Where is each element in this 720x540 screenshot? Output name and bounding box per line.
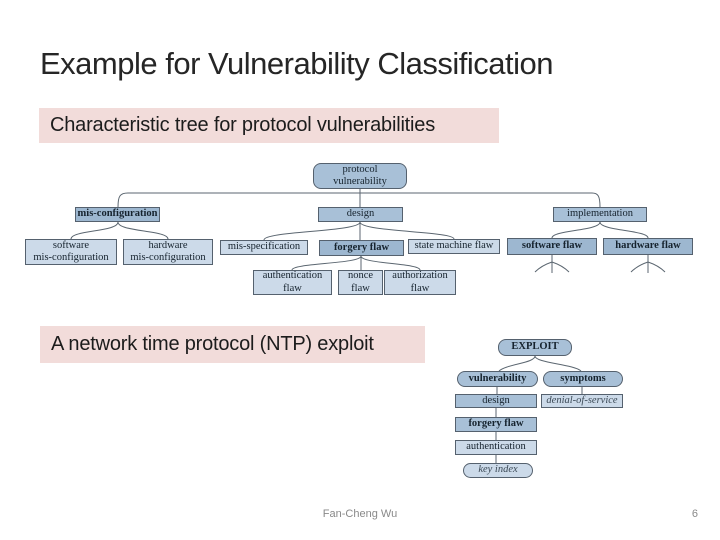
slide-title: Example for Vulnerability Classification: [40, 46, 553, 81]
node-protocol-vulnerability: protocol vulnerability: [313, 163, 407, 189]
footer-author: Fan-Cheng Wu: [322, 508, 398, 520]
node-vulnerability: vulnerability: [457, 371, 538, 387]
node-forgery-flaw: forgery flaw: [319, 240, 404, 256]
node-authorization-flaw: authorization flaw: [384, 270, 456, 295]
callout-ntp-exploit: A network time protocol (NTP) exploit: [40, 326, 425, 363]
node-exploit: EXPLOIT: [498, 339, 572, 356]
footer-page-number: 6: [691, 508, 698, 520]
node-hardware-mis-configuration: hardware mis-configuration: [123, 239, 213, 265]
callout-characteristic-tree: Characteristic tree for protocol vulnera…: [39, 108, 499, 143]
node-exploit-forgery-flaw: forgery flaw: [455, 417, 537, 432]
node-hardware-flaw: hardware flaw: [603, 238, 693, 255]
node-design: design: [318, 207, 403, 222]
node-state-machine-flaw: state machine flaw: [408, 239, 500, 254]
node-nonce-flaw: nonce flaw: [338, 270, 383, 295]
node-exploit-design: design: [455, 394, 537, 408]
node-software-flaw: software flaw: [507, 238, 597, 255]
node-exploit-authentication: authentication: [455, 440, 537, 455]
node-implementation: implementation: [553, 207, 647, 222]
node-mis-configuration: mis-configuration: [75, 207, 160, 222]
node-mis-specification: mis-specification: [220, 240, 308, 255]
node-denial-of-service: denial-of-service: [541, 394, 623, 408]
node-key-index: key index: [463, 463, 533, 478]
slide-footer: Fan-Cheng Wu 6: [0, 508, 720, 528]
node-authentication-flaw: authentication flaw: [253, 270, 332, 295]
node-symptoms: symptoms: [543, 371, 623, 387]
node-software-mis-configuration: software mis-configuration: [25, 239, 117, 265]
